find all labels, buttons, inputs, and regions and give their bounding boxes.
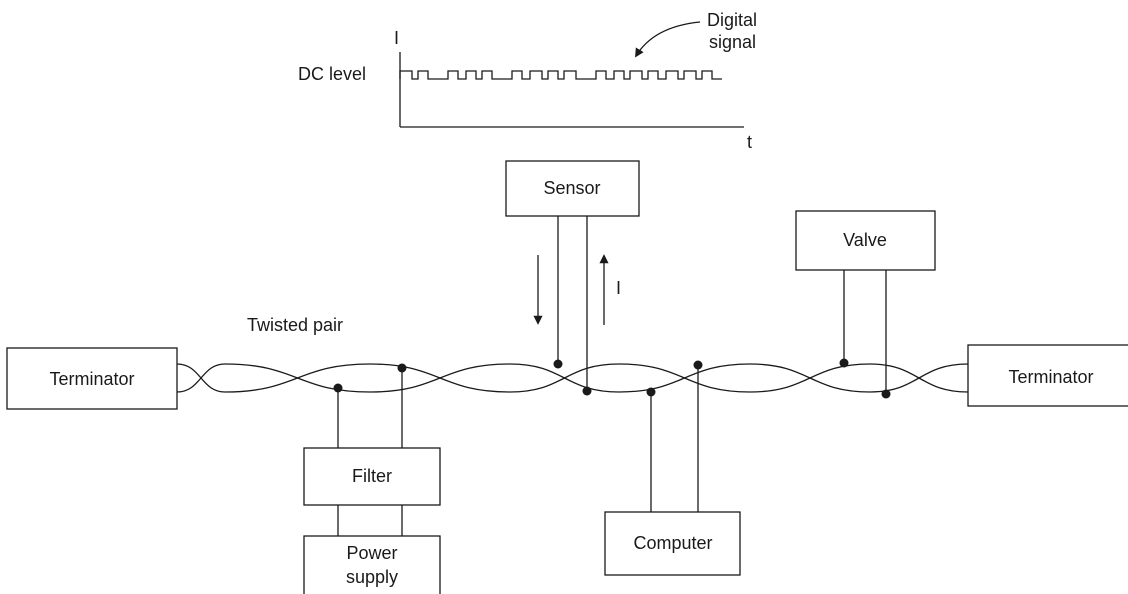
power-supply-box: Power supply bbox=[303, 535, 441, 594]
junction-dots bbox=[333, 358, 891, 399]
valve-label: Valve bbox=[843, 230, 887, 250]
terminator-left-label: Terminator bbox=[49, 369, 134, 389]
twisted-pair-cable: Twisted pair bbox=[176, 315, 969, 393]
sensor-box: Sensor bbox=[505, 160, 640, 217]
graph-y-axis-label: I bbox=[394, 28, 399, 48]
twisted-pair-strand-b bbox=[176, 363, 969, 393]
drop-wires bbox=[337, 216, 887, 536]
dc-level-label: DC level bbox=[298, 64, 366, 84]
terminator-right: Terminator bbox=[967, 344, 1128, 407]
computer-label: Computer bbox=[633, 533, 712, 553]
junction-dot bbox=[333, 383, 343, 393]
junction-dot bbox=[397, 363, 407, 373]
filter-box: Filter bbox=[303, 447, 441, 506]
valve-box: Valve bbox=[795, 210, 936, 271]
junction-dot bbox=[553, 359, 563, 369]
power-supply-label-line1: Power bbox=[346, 543, 397, 563]
digital-signal-waveform bbox=[399, 70, 722, 80]
graph-x-axis-label: t bbox=[747, 132, 752, 152]
junction-dot bbox=[881, 389, 891, 399]
terminator-right-label: Terminator bbox=[1008, 367, 1093, 387]
junction-dot bbox=[693, 360, 703, 370]
junction-dot bbox=[646, 387, 656, 397]
current-label: I bbox=[616, 278, 621, 298]
terminator-left: Terminator bbox=[6, 347, 178, 410]
digital-signal-pointer-arrow bbox=[635, 21, 701, 58]
junction-dot bbox=[582, 386, 592, 396]
power-supply-label-line2: supply bbox=[346, 567, 398, 587]
sensor-label: Sensor bbox=[543, 178, 600, 198]
twisted-pair-strand-a bbox=[176, 363, 969, 393]
digital-signal-label-line2: signal bbox=[709, 32, 756, 52]
computer-box: Computer bbox=[604, 511, 741, 576]
digital-signal-label-line1: Digital bbox=[707, 10, 757, 30]
junction-dot bbox=[839, 358, 849, 368]
current-arrows: I bbox=[533, 254, 621, 325]
signal-graph: I t DC level Digital signal bbox=[298, 10, 757, 152]
filter-label: Filter bbox=[352, 466, 392, 486]
twisted-pair-label: Twisted pair bbox=[247, 315, 343, 335]
